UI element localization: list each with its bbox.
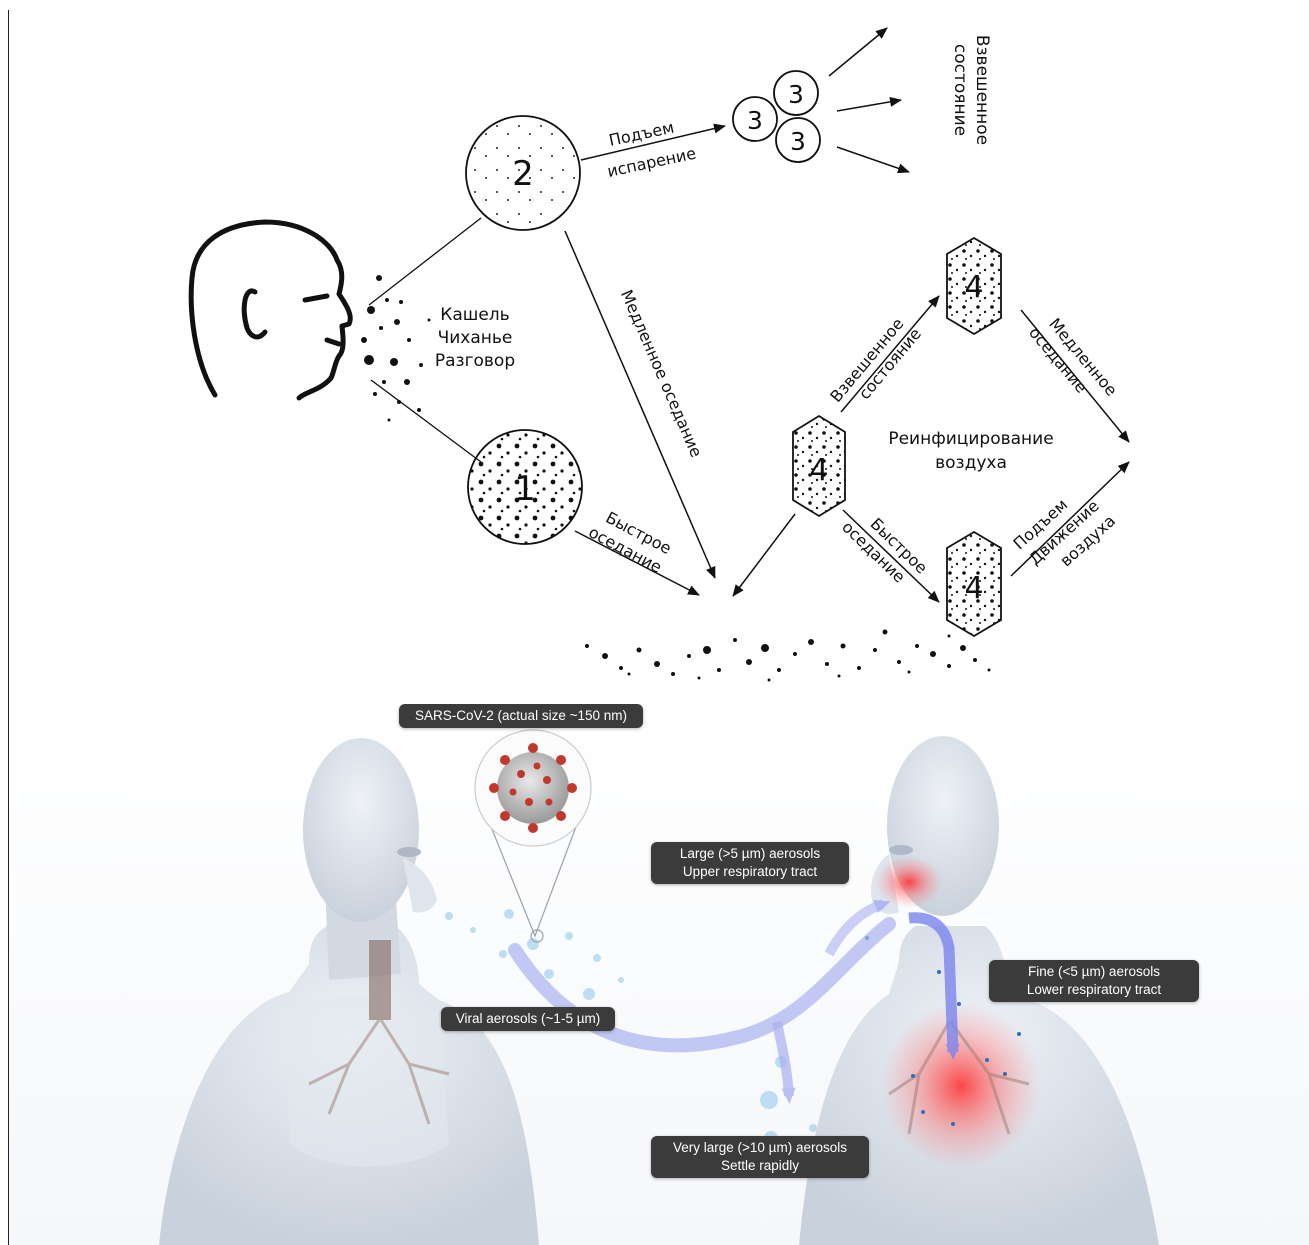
- svg-text:Медленное оседание: Медленное оседание: [617, 287, 706, 460]
- fan-arrow-up: [829, 28, 887, 76]
- spray-dots: [361, 275, 431, 422]
- virus-icon: [489, 743, 577, 833]
- svg-text:Взвешенное: Взвешенное: [972, 35, 992, 145]
- suspended-state-mid-label: Взвешенное состояние: [826, 311, 925, 418]
- virus-size-label: SARS-CoV-2 (actual size ~150 nm): [399, 704, 643, 728]
- svg-text:4: 4: [809, 453, 828, 488]
- head-icon: [191, 222, 350, 398]
- svg-text:2: 2: [512, 154, 534, 194]
- aerosol-transmission-illustration: SARS-CoV-2 (actual size ~150 nm) Large (…: [8, 704, 1309, 1245]
- large-aerosols-sub: Upper respiratory tract: [661, 863, 839, 881]
- svg-text:воздуха: воздуха: [935, 453, 1007, 473]
- slow-settling-right-label: Медленное оседание: [1025, 310, 1121, 414]
- viral-aerosols-label: Viral aerosols (~1-5 µm): [441, 1007, 615, 1031]
- very-large-aerosols-sub: Settle rapidly: [661, 1157, 859, 1175]
- rise-air-movement-label: Подъем Движение воздуха: [1009, 478, 1119, 586]
- fine-aerosols-title: Fine (<5 µm) aerosols: [999, 963, 1189, 981]
- source-label: Кашель Чиханье Разговор: [435, 305, 515, 371]
- svg-text:состояние: состояние: [950, 44, 970, 136]
- svg-text:1: 1: [514, 469, 536, 509]
- svg-text:испарение: испарение: [606, 144, 698, 181]
- nucleus-4-upper: 4: [947, 238, 1001, 334]
- very-large-aerosols-title: Very large (>10 µm) aerosols: [661, 1139, 859, 1157]
- droplet-diagram-svg: Кашель Чиханье Разговор 2 1 Подъем испар…: [9, 10, 1309, 704]
- rise-evaporation-label: Подъем испарение: [599, 114, 697, 181]
- large-aerosols-label: Large (>5 µm) aerosols Upper respiratory…: [651, 842, 849, 884]
- fine-aerosols-label: Fine (<5 µm) aerosols Lower respiratory …: [989, 960, 1199, 1002]
- arrow-center-to-ground: [733, 514, 795, 596]
- svg-text:3: 3: [790, 127, 806, 156]
- svg-text:Реинфицирование: Реинфицирование: [888, 429, 1053, 449]
- nuclei-3: 3 3 3: [733, 71, 820, 162]
- droplet-fate-diagram: Кашель Чиханье Разговор 2 1 Подъем испар…: [8, 10, 1309, 704]
- reinfection-label: Реинфицирование воздуха: [888, 429, 1053, 473]
- large-aerosols-title: Large (>5 µm) aerosols: [661, 845, 839, 863]
- fine-aerosols-sub: Lower respiratory tract: [999, 981, 1189, 999]
- svg-text:Кашель: Кашель: [440, 305, 509, 325]
- fan-arrow-mid: [837, 100, 901, 111]
- svg-text:3: 3: [747, 106, 763, 135]
- droplet-1: 1: [468, 430, 582, 544]
- suspended-state-top-label: Взвешенное состояние: [950, 35, 992, 145]
- fan-arrow-down: [837, 147, 909, 172]
- svg-text:Чиханье: Чиханье: [438, 328, 513, 348]
- svg-text:Разговор: Разговор: [435, 351, 515, 371]
- svg-text:4: 4: [964, 571, 983, 606]
- nucleus-4-lower: 4: [947, 532, 1001, 636]
- fast-settling-left-label: Быстрое оседание: [585, 504, 674, 577]
- svg-text:3: 3: [788, 80, 804, 109]
- nucleus-4-center: 4: [793, 416, 845, 516]
- slow-settling-label: Медленное оседание: [617, 287, 706, 460]
- svg-text:4: 4: [964, 270, 983, 305]
- ground-dots: [585, 630, 991, 682]
- very-large-aerosols-label: Very large (>10 µm) aerosols Settle rapi…: [651, 1136, 869, 1178]
- fast-settling-right-label: Быстрое оседание: [838, 501, 931, 593]
- droplet-2: 2: [466, 116, 580, 230]
